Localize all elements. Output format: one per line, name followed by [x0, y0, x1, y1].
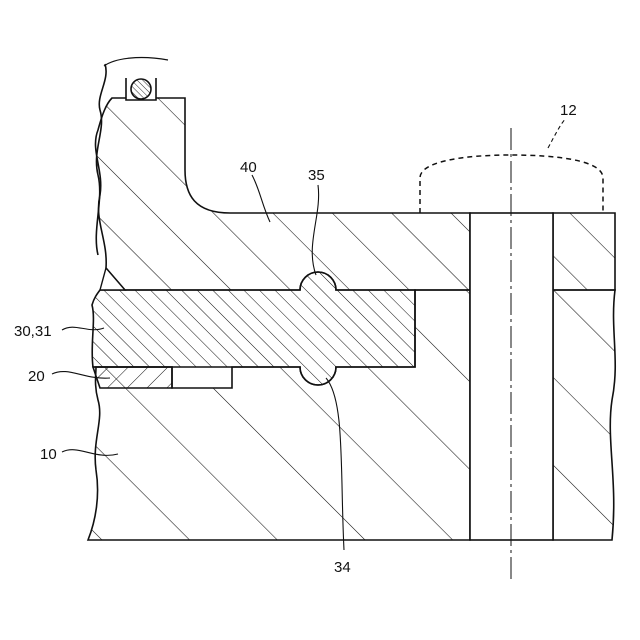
label-30-31: 30,31	[14, 323, 52, 340]
shim-20	[93, 367, 172, 388]
label-34: 34	[334, 559, 351, 576]
label-40: 40	[240, 159, 257, 176]
leader-12	[548, 118, 566, 148]
label-20: 20	[28, 368, 45, 385]
o-ring-seat	[126, 78, 156, 100]
label-10: 10	[40, 446, 57, 463]
top-leader-line	[104, 58, 168, 66]
label-12: 12	[560, 102, 577, 119]
label-35: 35	[308, 167, 325, 184]
